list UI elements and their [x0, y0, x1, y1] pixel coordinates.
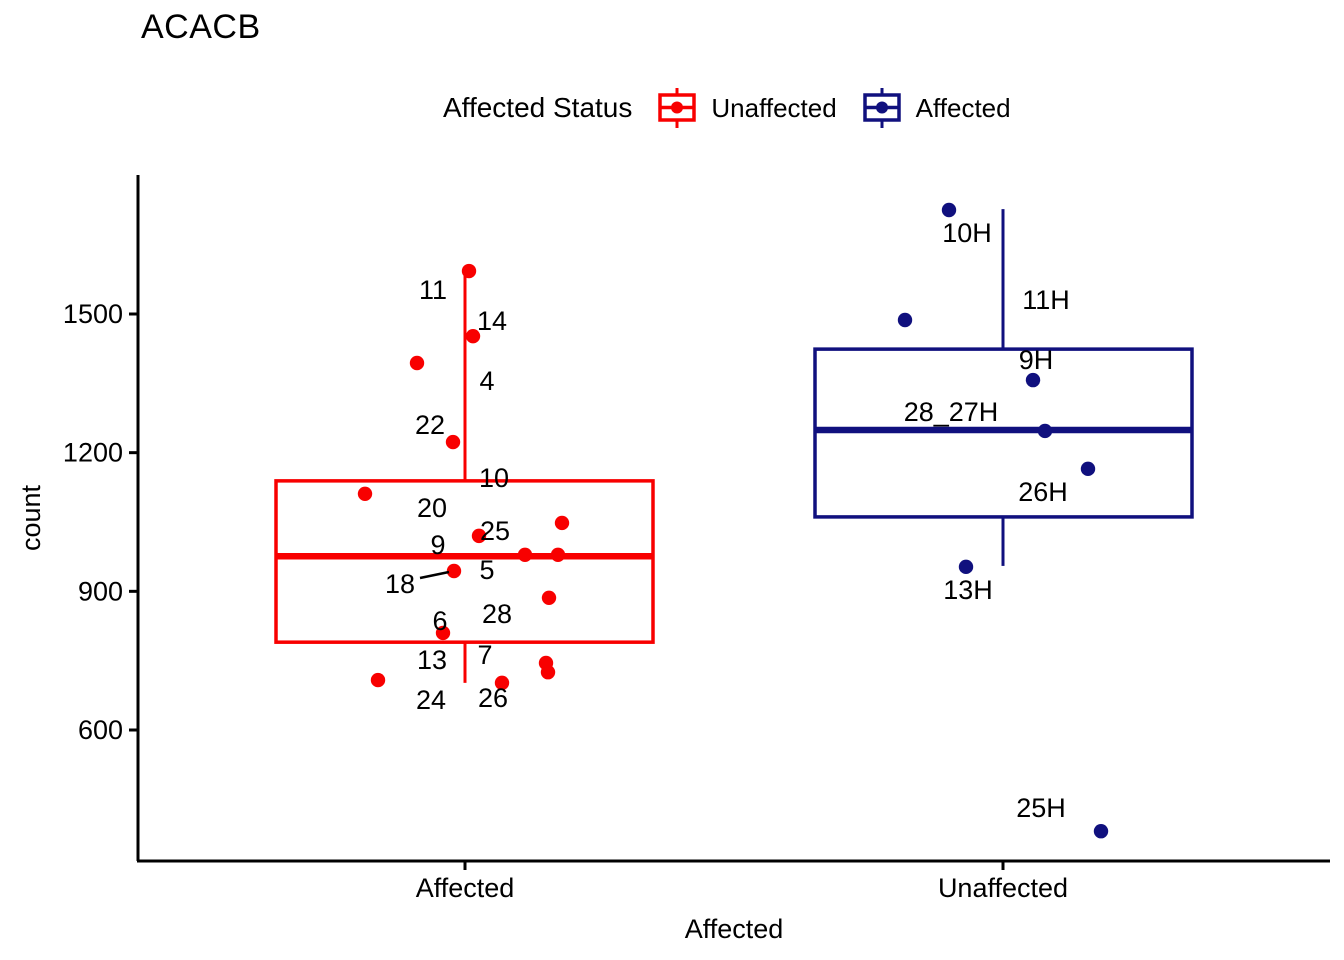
- legend-title: Affected Status: [443, 92, 633, 123]
- jitter-point: [1080, 461, 1096, 477]
- point-label: 5: [479, 555, 494, 585]
- plot-title: ACACB: [141, 8, 261, 46]
- jitter-point: [494, 675, 510, 691]
- legend-item-label: Affected: [915, 92, 1011, 123]
- box: [274, 479, 655, 644]
- boxplot-key-icon: [658, 88, 697, 128]
- point-label: 13H: [943, 575, 993, 605]
- label-leader-line: [419, 570, 450, 580]
- jitter-point: [1037, 423, 1053, 439]
- y-axis-title: count: [16, 484, 46, 551]
- x-tick-label: Unaffected: [938, 873, 1068, 903]
- point-label: 28: [482, 599, 512, 629]
- jitter-point: [461, 263, 477, 279]
- point-label: 14: [477, 306, 507, 336]
- jitter-point: [1093, 824, 1109, 839]
- point-label: 11: [419, 275, 447, 305]
- legend-item-affected: Affected: [861, 86, 1011, 130]
- jitter-point: [550, 547, 566, 563]
- point-label: 28_27H: [904, 397, 999, 427]
- jitter-point: [446, 563, 462, 579]
- boxplot-key-icon: [862, 88, 901, 128]
- jitter-point: [357, 486, 373, 502]
- point-label: 9H: [1019, 345, 1054, 375]
- point-label: 25H: [1016, 793, 1066, 823]
- jitter-point: [541, 590, 557, 606]
- jitter-point: [517, 547, 533, 563]
- jitter-point: [554, 515, 570, 531]
- point-label: 20: [417, 493, 447, 523]
- jitter-point: [471, 528, 487, 544]
- jitter-point: [540, 665, 556, 680]
- jitter-point: [435, 625, 451, 641]
- y-tick-label: 1200: [63, 438, 123, 468]
- point-label: 10H: [942, 218, 992, 248]
- point-label: 9: [430, 530, 445, 560]
- jitter-point: [465, 328, 481, 344]
- point-label: 11H: [1022, 285, 1070, 315]
- point-label: 24: [416, 685, 446, 715]
- point-label: 7: [477, 640, 492, 670]
- jitter-point: [941, 202, 957, 218]
- jitter-point: [1025, 372, 1041, 388]
- point-label: 25: [480, 516, 510, 546]
- point-label: 22: [415, 410, 445, 440]
- point-label: 4: [479, 366, 494, 396]
- point-label: 6: [432, 606, 447, 636]
- x-axis-title: Affected: [685, 914, 784, 944]
- jitter-point: [445, 434, 461, 450]
- legend: Affected Status Unaffected Affected: [443, 86, 1011, 130]
- y-tick-label: 600: [78, 715, 123, 745]
- jitter-point: [370, 672, 386, 688]
- point-label: 13: [417, 645, 447, 675]
- x-tick-label: Affected: [416, 873, 515, 903]
- jitter-point: [897, 312, 913, 328]
- y-tick-label: 900: [78, 576, 123, 606]
- legend-item-unaffected: Unaffected: [656, 86, 837, 130]
- point-label: 26H: [1018, 477, 1068, 507]
- jitter-point: [409, 355, 425, 371]
- y-tick-label: 1500: [63, 299, 123, 329]
- point-label: 10: [479, 463, 509, 493]
- legend-item-label: Unaffected: [711, 92, 837, 123]
- point-label: 26: [478, 683, 508, 713]
- point-label: 18: [385, 569, 415, 599]
- jitter-point: [958, 559, 974, 575]
